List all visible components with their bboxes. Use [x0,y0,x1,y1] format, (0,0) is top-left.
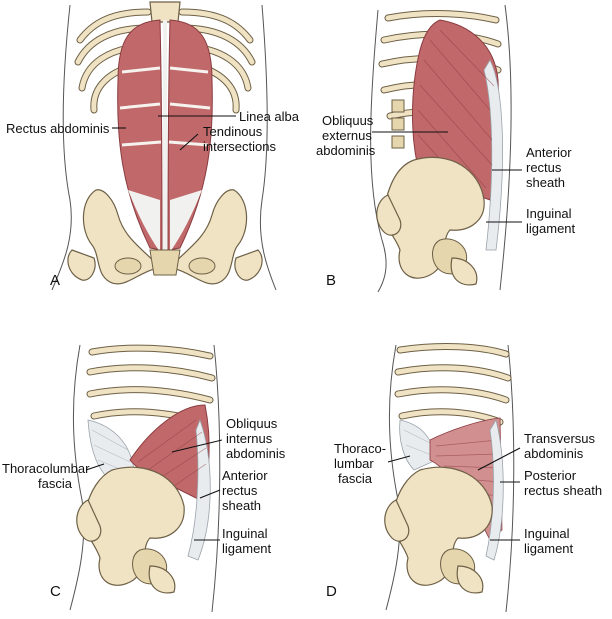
label-transversus-1: Transversus [524,431,596,446]
label-thoracolumbar-1: Thoracolumbar [2,461,90,476]
label-posterior-2: rectus sheath [524,483,602,498]
panel-d: Thoraco- lumbar fascia Transversus abdom… [326,343,602,613]
labels-a: Rectus abdominis Linea alba Tendinous in… [6,109,300,289]
label-anterior-1: Anterior [526,145,572,160]
label-anterior-3: sheath [222,498,261,513]
label-thoraco-3: fascia [338,471,373,486]
label-inguinal-2: ligament [222,541,272,556]
label-tendinous-1: Tendinous [203,124,263,139]
label-obliquus-3: abdominis [226,446,286,461]
label-posterior-1: Posterior [524,468,577,483]
label-anterior-2: rectus [222,483,258,498]
label-obliquus-3: abdominis [316,143,376,158]
label-inguinal-1: Inguinal [526,206,572,221]
rectus-abdominis-a [117,19,213,252]
panel-a: Rectus abdominis Linea alba Tendinous in… [6,1,300,291]
label-thoracolumbar-2: fascia [38,476,73,491]
label-transversus-2: abdominis [524,446,584,461]
label-inguinal-1: Inguinal [524,526,570,541]
panel-b: Obliquus externus abdominis Anterior rec… [316,4,576,293]
label-rectus-abdominis: Rectus abdominis [6,121,110,136]
labels-d: Thoraco- lumbar fascia Transversus abdom… [326,431,602,600]
label-anterior-3: sheath [526,175,565,190]
thoracolumbar-fascia-d [399,419,437,471]
label-obliquus-1: Obliquus [322,113,374,128]
pelvis-b [376,156,485,286]
panel-letter-c: C [50,583,61,600]
ribcage-d [394,343,512,426]
labels-c: Thoracolumbar fascia Obliquus internus a… [2,416,286,600]
label-obliquus-2: externus [322,128,372,143]
pelvis-a [67,189,263,285]
panel-letter-d: D [326,583,337,600]
panel-letter-a: A [50,272,60,289]
label-anterior-1: Anterior [222,468,268,483]
label-inguinal-1: Inguinal [222,526,268,541]
label-obliquus-1: Obliquus [226,416,278,431]
label-tendinous-2: intersections [203,139,276,154]
label-thoraco-2: lumbar [334,456,374,471]
labels-b: Obliquus externus abdominis Anterior rec… [316,113,576,289]
label-anterior-2: rectus [526,160,562,175]
label-inguinal-2: ligament [524,541,574,556]
label-inguinal-2: ligament [526,221,576,236]
internal-oblique-c [129,404,211,561]
panel-letter-b: B [326,272,336,289]
label-obliquus-2: internus [226,431,273,446]
pelvis-d [384,466,493,594]
external-oblique-b [412,19,503,251]
label-linea-alba: Linea alba [239,109,300,124]
pelvis-c [76,466,185,594]
label-thoraco-1: Thoraco- [334,441,386,456]
panel-c: Thoracolumbar fascia Obliquus internus a… [2,344,286,613]
